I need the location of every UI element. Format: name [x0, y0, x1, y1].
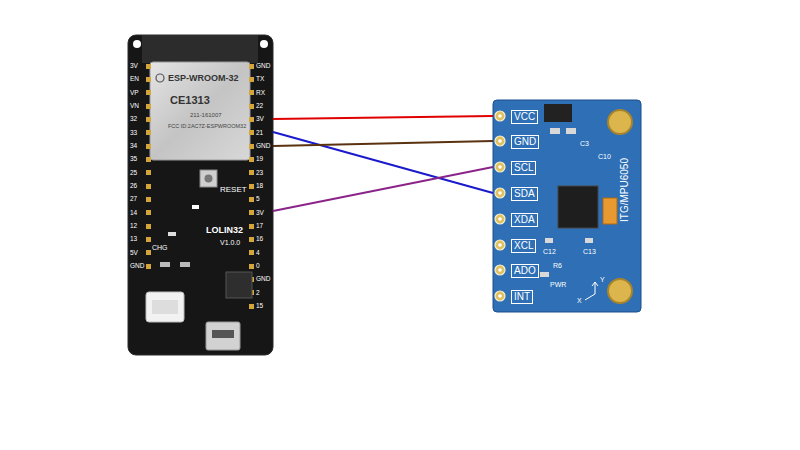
board-version: V1.0.0 — [220, 239, 240, 246]
pin-name: 18 — [256, 183, 263, 190]
pin-name: 27 — [130, 196, 137, 203]
pin-name: 34 — [130, 143, 137, 150]
pin-name: 2 — [256, 290, 260, 297]
wire-line — [273, 132, 493, 193]
pin-name: 3V — [130, 63, 138, 70]
part-label: C13 — [583, 248, 596, 255]
wire-line — [273, 116, 493, 119]
chip-name: ITG/MPU6050 — [620, 158, 630, 222]
gnd-wire — [273, 141, 493, 146]
axis-label: Y — [600, 276, 605, 283]
pin-name: ADO — [511, 264, 539, 278]
pin-name: VCC — [511, 110, 538, 124]
pin-name: RX — [256, 90, 265, 97]
lolin32-board: ESP-WROOM-32CE1313 211-161007FCC ID:2AC7Z… — [128, 35, 273, 355]
pin-name: 14 — [130, 210, 137, 217]
pin-name: 17 — [256, 223, 263, 230]
part-label: R6 — [553, 262, 562, 269]
pin-name: 21 — [256, 130, 263, 137]
pin-name: 35 — [130, 156, 137, 163]
fcc-id: FCC ID:2AC7Z-ESPWROOM32 — [168, 124, 246, 130]
pin-name: SCL — [511, 161, 536, 175]
wire-line — [273, 141, 493, 146]
pin-name: INT — [511, 290, 533, 304]
board-name: LOLIN32 — [206, 226, 243, 235]
pin-name: 4 — [256, 250, 260, 257]
part-label: C12 — [543, 248, 556, 255]
pin-name: XCL — [511, 239, 536, 253]
pin-name: GND — [130, 263, 144, 270]
mpu6050-board: ITG/MPU6050 — [493, 100, 641, 312]
pin-name: 19 — [256, 156, 263, 163]
pin-name: 3V — [256, 116, 264, 123]
pin-name: 23 — [256, 170, 263, 177]
pin-name: 16 — [256, 236, 263, 243]
ce-mark: CE1313 — [170, 95, 210, 106]
pin-name: 25 — [130, 170, 137, 177]
pin-name: 5 — [256, 196, 260, 203]
pin-name: 5V — [130, 250, 138, 257]
pin-name: TX — [256, 76, 264, 83]
wire-line — [273, 167, 493, 211]
pin-name: VP — [130, 90, 139, 97]
pin-name: 32 — [130, 116, 137, 123]
module-code: 211-161007 — [190, 112, 222, 118]
pin-name: 12 — [130, 223, 137, 230]
pin-name: XDA — [511, 213, 538, 227]
led-label: CHG — [152, 244, 168, 251]
pin-name: VN — [130, 103, 139, 110]
axis-label: X — [577, 297, 582, 304]
pin-name: 33 — [130, 130, 137, 137]
part-label: C10 — [598, 153, 611, 160]
pin-name: GND — [256, 143, 270, 150]
pin-name: 26 — [130, 183, 137, 190]
pin-name: 22 — [256, 103, 263, 110]
module-name: ESP-WROOM-32 — [168, 74, 239, 83]
pin-name: GND — [256, 276, 270, 283]
pin-name: GND — [256, 63, 270, 70]
sda-wire — [273, 132, 493, 193]
pin-name: EN — [130, 76, 139, 83]
part-label: C3 — [580, 140, 589, 147]
pin-name: SDA — [511, 187, 538, 201]
part-label: PWR — [550, 281, 566, 288]
vcc-wire — [273, 116, 493, 119]
scl-wire — [273, 167, 493, 211]
pin-name: 3V — [256, 210, 264, 217]
button-label: RESET — [220, 186, 247, 194]
pin-name: 0 — [256, 263, 260, 270]
pin-name: 15 — [256, 303, 263, 310]
pin-name: GND — [511, 135, 539, 149]
pin-name: 13 — [130, 236, 137, 243]
